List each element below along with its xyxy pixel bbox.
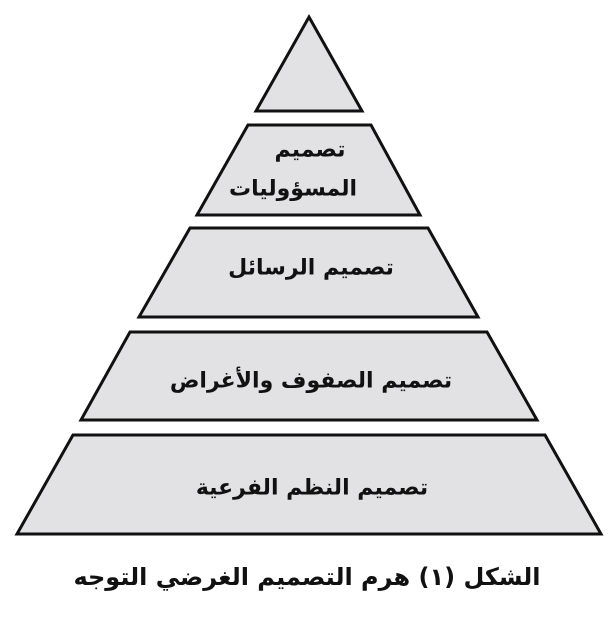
- level-5-label: تصميم النظم الفرعية: [195, 475, 429, 501]
- pyramid-level-top: [253, 13, 365, 113]
- pyramid-level-classes: [78, 330, 540, 422]
- pyramid-level-subsystems: [14, 433, 604, 536]
- figure-caption: الشكل (١) هرم التصميم الغرضي التوجه: [73, 563, 541, 591]
- level-4-label: تصميم الصفوف والأغراض: [169, 368, 453, 394]
- pyramid-level-messages: [136, 226, 481, 319]
- level-3-label: تصميم الرسائل: [228, 255, 394, 281]
- level-2-label-line2: المسؤوليات: [228, 176, 358, 202]
- level-2-label-line1: تصميم: [274, 137, 346, 163]
- pyramid-level-responsibilities: [194, 123, 423, 217]
